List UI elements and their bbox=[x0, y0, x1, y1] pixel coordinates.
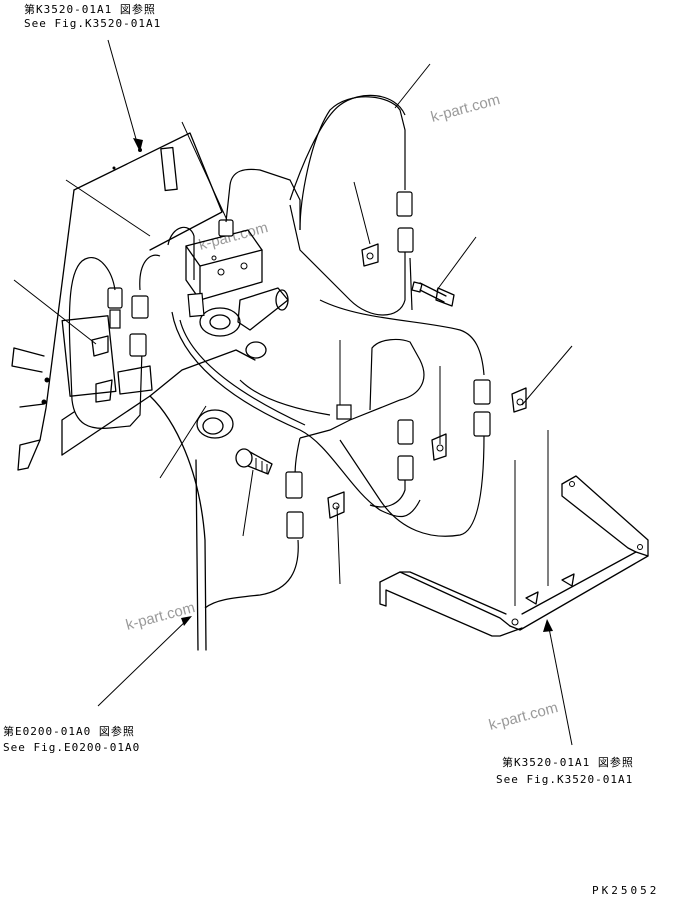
ref-bottom-left-jp: 第E0200-01A0 図参照 bbox=[3, 725, 135, 738]
connector-icon bbox=[131, 295, 149, 319]
connector-icon bbox=[397, 455, 414, 481]
bracket-icon bbox=[361, 243, 379, 267]
connector-icon bbox=[336, 404, 352, 420]
connector-icon bbox=[473, 411, 491, 437]
ref-bottom-right-en: See Fig.K3520-01A1 bbox=[496, 773, 634, 786]
lower-bracket bbox=[379, 430, 649, 637]
grommet bbox=[196, 409, 234, 439]
bolt-icon bbox=[235, 448, 253, 468]
ref-bottom-left-en: See Fig.E0200-01A0 bbox=[3, 741, 141, 754]
bolts bbox=[196, 281, 455, 475]
bolt-icon bbox=[419, 282, 447, 297]
wiring-harness bbox=[68, 94, 485, 609]
ref-top-left-en: See Fig.K3520-01A1 bbox=[24, 17, 162, 30]
connectors bbox=[129, 191, 491, 539]
connector-icon bbox=[286, 511, 304, 539]
bracket-icon bbox=[431, 433, 447, 461]
connector-icon bbox=[397, 227, 414, 253]
main-bracket bbox=[11, 132, 256, 651]
clips bbox=[91, 243, 527, 519]
bracket-icon bbox=[91, 335, 109, 357]
bracket-icon bbox=[327, 491, 345, 519]
bracket-icon bbox=[511, 387, 527, 413]
ref-top-left-jp: 第K3520-01A1 図参照 bbox=[24, 3, 156, 16]
connector-icon bbox=[397, 419, 414, 445]
connector-icon bbox=[473, 379, 491, 405]
connector-icon bbox=[396, 191, 413, 217]
drawing-code: PK25052 bbox=[592, 884, 660, 897]
connector-icon bbox=[285, 471, 303, 499]
ref-bottom-right-jp: 第K3520-01A1 図参照 bbox=[502, 756, 634, 769]
connector-icon bbox=[129, 333, 147, 357]
